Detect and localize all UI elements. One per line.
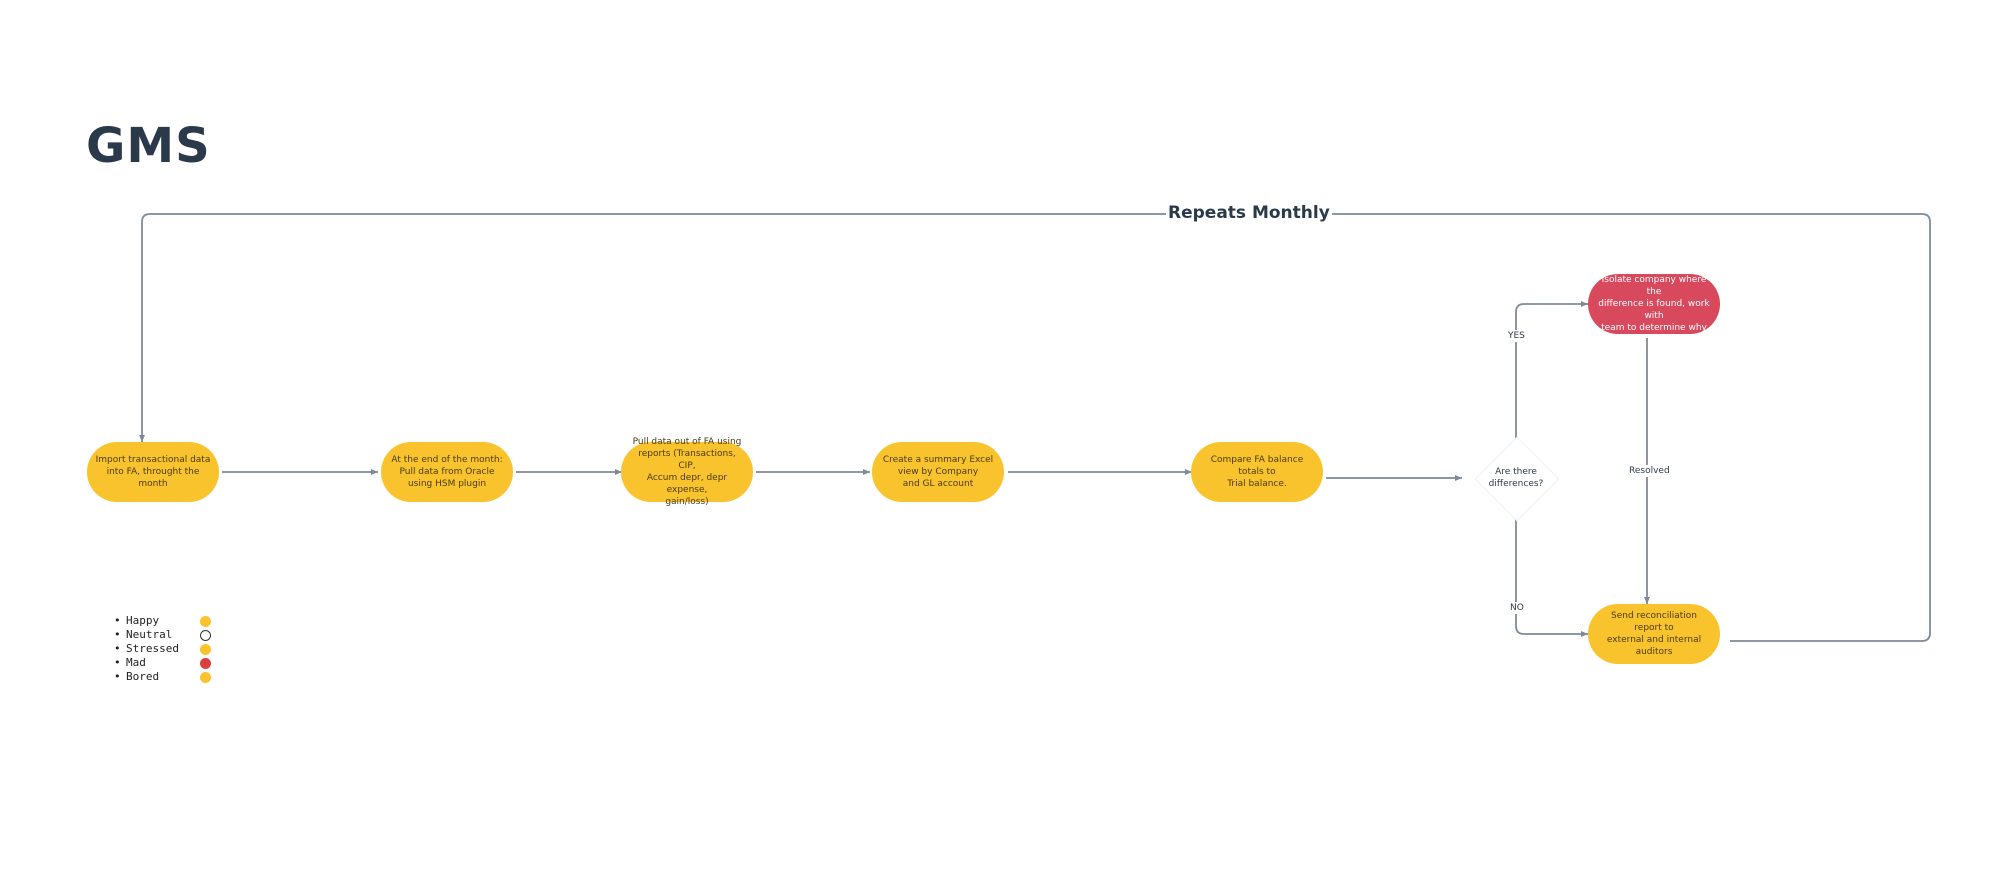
loop-label: Repeats Monthly xyxy=(1166,203,1332,223)
happy-face-icon xyxy=(200,615,211,627)
legend-item-stressed: • Stressed xyxy=(114,642,211,656)
legend-item-happy: • Happy xyxy=(114,614,211,628)
node-send-report[interactable]: Send reconciliation report to external a… xyxy=(1588,604,1720,664)
connector-yes-branch xyxy=(1515,301,1588,438)
page-title: GMS xyxy=(86,118,211,174)
legend-label: Stressed xyxy=(126,642,179,655)
decision-node[interactable]: Are there differences? xyxy=(1474,436,1560,522)
node-isolate[interactable]: Isolate company where the difference is … xyxy=(1588,274,1720,334)
mad-face-icon xyxy=(200,657,211,669)
node-pull-hsm[interactable]: At the end of the month: Pull data from … xyxy=(381,442,513,502)
legend-label: Mad xyxy=(126,656,146,669)
legend-item-mad: • Mad xyxy=(114,656,211,670)
node-compare[interactable]: Compare FA balance totals to Trial balan… xyxy=(1191,442,1323,502)
loop-connector xyxy=(139,213,1931,642)
edge-label-yes: YES xyxy=(1507,330,1526,342)
legend-label: Happy xyxy=(126,614,160,627)
node-pull-reports[interactable]: Pull data out of FA using reports (Trans… xyxy=(621,437,753,507)
node-import[interactable]: Import transactional data into FA, throu… xyxy=(87,442,219,502)
stressed-face-icon xyxy=(200,643,211,655)
decision-label: Are there differences? xyxy=(1488,467,1544,489)
legend-label: Bored xyxy=(126,670,160,683)
connector-no-branch xyxy=(1515,518,1588,637)
edge-label-no: NO xyxy=(1509,602,1525,614)
edge-label-resolved: Resolved xyxy=(1628,465,1671,477)
mood-legend: • Happy • Neutral • Stressed • Mad • Bor… xyxy=(114,614,211,684)
legend-item-neutral: • Neutral xyxy=(114,628,211,642)
neutral-face-icon xyxy=(200,629,211,641)
node-summary[interactable]: Create a summary Excel view by Company a… xyxy=(872,442,1004,502)
legend-label: Neutral xyxy=(126,628,173,641)
legend-item-bored: • Bored xyxy=(114,670,211,684)
bored-face-icon xyxy=(200,671,211,683)
